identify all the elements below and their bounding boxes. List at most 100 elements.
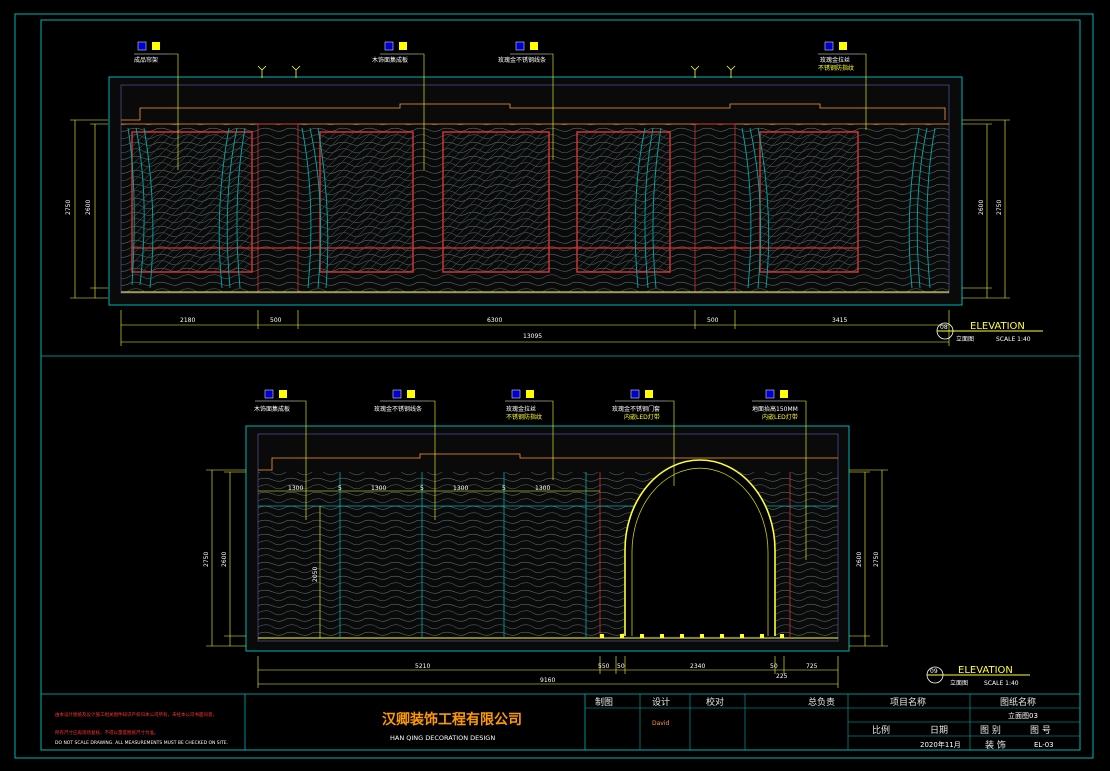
bottom-dims-top: 1300 5 1300 5 1300 5 1300 xyxy=(258,485,600,492)
top-callout-1: 成品帘架 xyxy=(134,41,179,170)
top-dim-left-1: 2750 xyxy=(65,200,72,215)
top-callout-4: 玫瑰金拉丝 不锈钢防指纹 xyxy=(818,41,867,130)
top-dims-right xyxy=(962,119,1010,299)
top-dim-h-3: 6300 xyxy=(487,317,502,324)
designer-value: David xyxy=(652,720,670,727)
bottom-dims-bottom xyxy=(257,656,839,688)
bottom-panel-dividers xyxy=(339,472,587,638)
top-view-label: 08 ELEVATION 立面图 SCALE 1:40 xyxy=(936,321,1043,343)
date-value: 2020年11月 xyxy=(920,740,961,749)
bottom-dim-inner: 2050 xyxy=(312,567,319,582)
bottom-callout-5: 地面抬高150MM 内嵌LED灯带 xyxy=(752,389,807,560)
note-line-1: 由本设计图纸及设计施工相关图件知识产权归本公司所有，未经本公司书面同意， xyxy=(55,711,217,718)
bottom-callout-4: 玫瑰金不锈钢门套 内嵌LED灯带 xyxy=(612,389,675,486)
drawing-number-value: EL-03 xyxy=(1034,741,1054,749)
top-label-number: 08 xyxy=(940,324,948,331)
category-value: 装 饰 xyxy=(985,739,1006,751)
top-dims-left xyxy=(70,119,108,299)
header-lead: 总负责 xyxy=(808,696,835,708)
header-check: 校对 xyxy=(706,696,724,708)
arch-doorway-inner xyxy=(631,467,769,636)
bottom-dim-total: 9160 xyxy=(540,677,555,684)
header-project: 项目名称 xyxy=(890,696,926,708)
top-dim-right-1: 2600 xyxy=(978,200,985,215)
bottom-dim-left-2: 2600 xyxy=(221,552,228,567)
title-block: 由本设计图纸及设计施工相关图件知识产权归本公司所有，未经本公司书面同意， 所有尺… xyxy=(40,693,1081,751)
bottom-callout-sub-5: 内嵌LED灯带 xyxy=(762,413,798,421)
top-dim-h-1: 2180 xyxy=(180,317,195,324)
drawing-name-value: 立面图03 xyxy=(1008,711,1038,720)
bottom-pillars xyxy=(599,472,791,638)
top-dim-total: 13095 xyxy=(523,333,542,340)
bottom-view-label: 09 ELEVATION 立面图 SCALE 1:40 xyxy=(926,665,1030,687)
bottom-label-cn: 立面图 xyxy=(950,679,968,687)
footer-date: 日期 xyxy=(930,725,948,736)
window-3 xyxy=(442,131,550,273)
bottom-dims-right xyxy=(849,469,888,647)
top-label-title: ELEVATION xyxy=(970,321,1025,332)
top-dim-left-2: 2600 xyxy=(85,200,92,215)
top-ceiling-profile xyxy=(121,103,946,121)
top-callout-label-4: 玫瑰金拉丝 xyxy=(820,56,850,64)
header-draw: 制图 xyxy=(595,696,613,708)
note-line-3: DO NOT SCALE DRAWING. ALL MEASUREMENTS M… xyxy=(55,740,228,746)
window-2 xyxy=(319,131,414,273)
bottom-label-scale: SCALE 1:40 xyxy=(984,680,1019,687)
bottom-callout-label-4: 玫瑰金不锈钢门套 xyxy=(612,405,660,413)
bottom-callout-3: 玫瑰金拉丝 不锈钢防指纹 xyxy=(505,389,554,480)
bottom-callout-1: 木饰面集成板 xyxy=(254,389,307,520)
bottom-callout-label-5: 地面抬高150MM xyxy=(752,405,798,413)
top-dims-bottom xyxy=(120,310,950,346)
top-dim-h-2: 500 xyxy=(270,317,282,324)
bottom-dim-top-7: 1300 xyxy=(535,485,550,492)
header-design: 设计 xyxy=(652,696,670,708)
footer-scale: 比例 xyxy=(872,724,890,736)
footer-number: 图 号 xyxy=(1030,725,1051,736)
bottom-callout-sub-4: 内嵌LED灯带 xyxy=(624,413,660,421)
top-dim-h-4: 500 xyxy=(707,317,719,324)
company-name-cn: 汉卿装饰工程有限公司 xyxy=(382,711,522,728)
bottom-dim-left-1: 2750 xyxy=(203,552,210,567)
company-name-en: HAN QING DECORATION DESIGN xyxy=(390,734,495,742)
sheet-outer-border xyxy=(14,13,1094,759)
note-line-2: 所有尺寸应再现场复核，不得以量度图纸尺寸为准。 xyxy=(55,729,159,736)
bottom-callout-label-1: 木饰面集成板 xyxy=(254,405,290,413)
bottom-dim-h-2: 550 xyxy=(598,663,610,670)
bottom-dim-top-1: 1300 xyxy=(288,485,303,492)
top-dim-right-2: 2750 xyxy=(996,200,1003,215)
bottom-label-number: 09 xyxy=(930,668,938,675)
bottom-ceiling-profile xyxy=(258,453,838,471)
bottom-callout-label-2: 玫瑰金不锈钢线条 xyxy=(374,405,422,413)
top-elevation: 成品帘架 木饰面集成板 玫瑰金不锈钢线条 玫瑰金拉丝 不锈钢防指纹 xyxy=(65,41,1043,346)
top-callout-label-1: 成品帘架 xyxy=(134,56,158,64)
bottom-dim-h-1: 5210 xyxy=(415,663,430,670)
window-1 xyxy=(131,131,253,273)
curtains xyxy=(127,127,936,289)
spotlights-top xyxy=(257,65,736,78)
bottom-dim-top-4: 5 xyxy=(420,485,424,492)
top-label-scale: SCALE 1:40 xyxy=(996,336,1031,343)
window-4 xyxy=(576,131,671,273)
top-dim-h-5: 3415 xyxy=(832,317,847,324)
header-drawing-name: 图纸名称 xyxy=(1000,696,1036,708)
bottom-dim-extra: 225 xyxy=(776,673,788,680)
bottom-label-title: ELEVATION xyxy=(958,665,1013,676)
floor-led-marks xyxy=(600,634,784,638)
top-callout-sub-4: 不锈钢防指纹 xyxy=(818,64,854,72)
bottom-elevation: 木饰面集成板 玫瑰金不锈钢线条 玫瑰金拉丝 不锈钢防指纹 玫瑰金不锈钢门套 内嵌… xyxy=(203,389,1030,688)
top-callout-label-3: 玫瑰金不锈钢线条 xyxy=(498,56,546,64)
bottom-dim-top-5: 1300 xyxy=(453,485,468,492)
bottom-dim-right-2: 2750 xyxy=(873,552,880,567)
window-5 xyxy=(759,131,859,273)
bottom-dim-right-1: 2600 xyxy=(856,552,863,567)
footer-category: 图 别 xyxy=(980,725,1001,736)
bottom-dim-h-6: 725 xyxy=(806,663,818,670)
top-callout-label-2: 木饰面集成板 xyxy=(372,56,408,64)
bottom-callout-2: 玫瑰金不锈钢线条 xyxy=(374,389,436,520)
bottom-dims-left xyxy=(206,469,321,647)
bottom-dim-top-2: 5 xyxy=(338,485,342,492)
bottom-callout-sub-3: 不锈钢防指纹 xyxy=(506,413,542,421)
top-callout-2: 木饰面集成板 xyxy=(372,41,425,170)
bottom-callout-label-3: 玫瑰金拉丝 xyxy=(506,405,536,413)
